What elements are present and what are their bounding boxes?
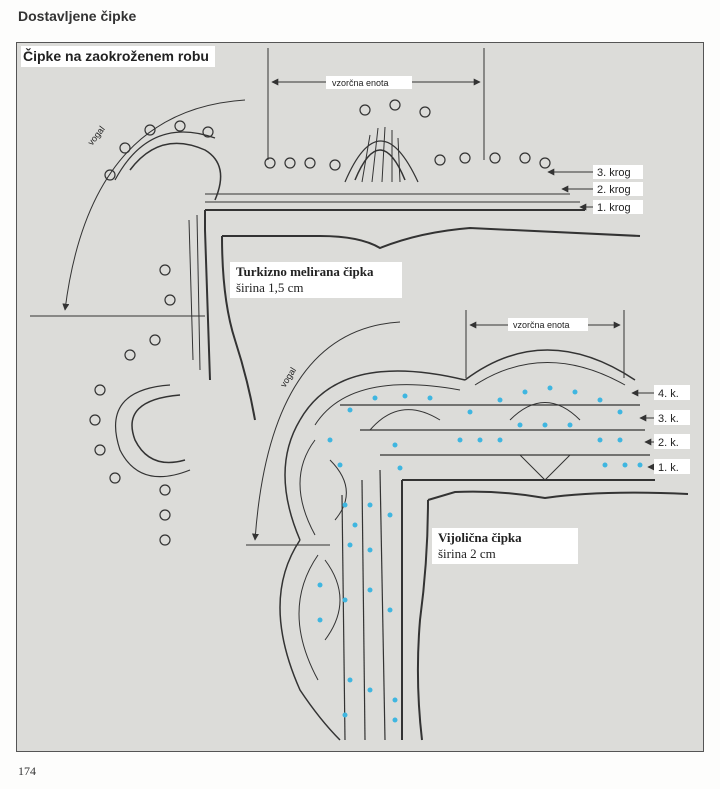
lace1-diagram [30, 48, 641, 546]
lace1-fabric-edge [221, 235, 256, 421]
lace1-round-1: 1. krog [597, 202, 631, 214]
lace2-round-2: 2. k. [658, 437, 679, 449]
lace1-width: širina 1,5 cm [236, 280, 304, 295]
page-number: 174 [18, 764, 36, 778]
lace1-corner-label: vogal [86, 124, 107, 147]
lace2-round-3: 3. k. [658, 413, 679, 425]
lace2-width: širina 2 cm [438, 546, 496, 561]
lace2-bead-dots [317, 385, 643, 723]
lace2-repeat-label: vzorčna enota [513, 320, 570, 330]
lace2-label: Vijolična čipka širina 2 cm [432, 528, 578, 564]
lace1-round-2: 2. krog [597, 184, 631, 196]
lace2-fabric-edge [416, 499, 429, 741]
diagram-panel: Čipke na zaokroženem robu [16, 42, 704, 752]
lace1-corner-arc [62, 99, 246, 311]
lace2-diagram [246, 310, 689, 741]
lace1-label: Turkizno melirana čipka širina 1,5 cm [230, 262, 402, 298]
lace2-name: Vijolična čipka [438, 530, 522, 545]
lace1-name: Turkizno melirana čipka [236, 264, 374, 279]
page-heading: Dostavljene čipke [18, 8, 137, 24]
lace2-round-1: 1. k. [658, 462, 679, 474]
lace1-round-3: 3. krog [597, 167, 631, 179]
lace2-corner-arc [251, 321, 401, 541]
lace1-repeat-label: vzorčna enota [332, 78, 389, 88]
panel-title: Čipke na zaokroženem robu [21, 46, 215, 67]
lace2-round-4: 4. k. [658, 388, 679, 400]
